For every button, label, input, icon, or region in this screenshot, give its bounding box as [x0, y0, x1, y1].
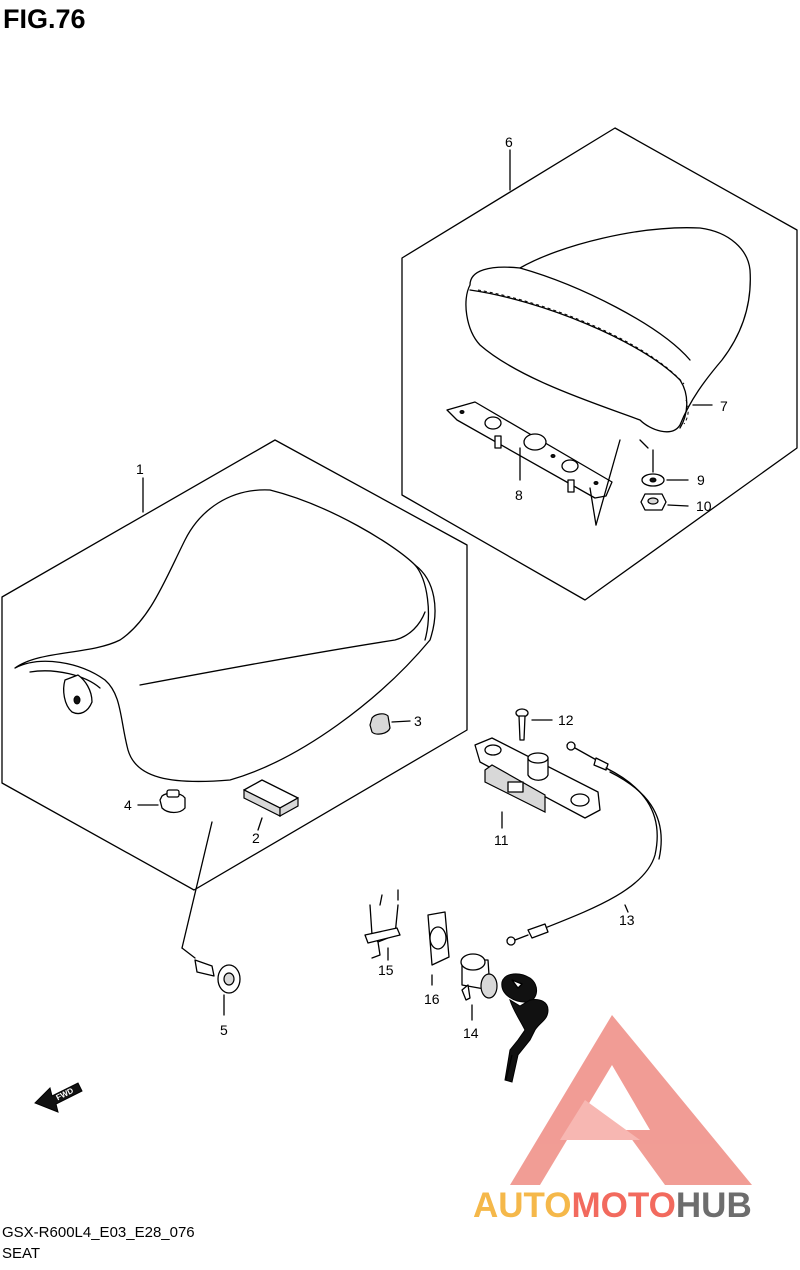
callout-8: 8 [515, 487, 523, 503]
callout-11: 11 [494, 832, 509, 848]
callout-7: 7 [720, 398, 728, 414]
automotohub-logo [510, 1015, 752, 1185]
part-13-seat-lock-cable[interactable] [506, 741, 662, 946]
callout-1: 1 [136, 461, 144, 477]
pillion-seat-group-box [401, 127, 798, 601]
part-5-seat-bolt[interactable] [181, 821, 241, 1016]
watermark-text: AUTOMOTOHUB [473, 1186, 752, 1225]
callout-4: 4 [124, 797, 132, 813]
callout-2: 2 [252, 830, 260, 846]
part-4-seat-cushion[interactable] [137, 789, 186, 814]
part-9-washer[interactable] [641, 449, 689, 487]
part-2-rubber-pad[interactable] [243, 779, 299, 831]
part-16-lock-plate[interactable] [427, 911, 450, 986]
callout-10: 10 [696, 498, 712, 514]
callout-12: 12 [558, 712, 574, 728]
section-name: SEAT [2, 1245, 41, 1262]
fwd-direction-arrow: FWD [34, 1082, 83, 1113]
callout-15: 15 [378, 962, 394, 978]
part-7-pillion-seat[interactable] [465, 227, 751, 433]
part-1-rider-seat[interactable] [14, 489, 436, 783]
callout-16: 16 [424, 991, 440, 1007]
part-10-nut[interactable] [640, 493, 689, 511]
callout-14: 14 [463, 1025, 479, 1041]
callout-6: 6 [505, 134, 513, 150]
callout-13: 13 [619, 912, 635, 928]
watermark-moto: MOTO [572, 1186, 676, 1225]
rider-seat-group-box [1, 439, 468, 891]
watermark-hub: HUB [676, 1186, 752, 1225]
callout-5: 5 [220, 1022, 228, 1038]
figure-title: FIG.76 [3, 4, 86, 34]
watermark-auto: AUTO [473, 1186, 572, 1225]
part-14-lock-cylinder-and-keys[interactable] [460, 953, 549, 1083]
callout-3: 3 [414, 713, 422, 729]
part-12-screw[interactable] [515, 708, 553, 741]
part-15-clip[interactable] [364, 889, 401, 961]
part-8-seat-bracket[interactable] [446, 401, 649, 526]
part-11-seat-lock[interactable] [474, 737, 601, 829]
part-3-seat-cushion[interactable] [369, 713, 411, 735]
model-code: GSX-R600L4_E03_E28_076 [2, 1224, 195, 1241]
callout-9: 9 [697, 472, 705, 488]
